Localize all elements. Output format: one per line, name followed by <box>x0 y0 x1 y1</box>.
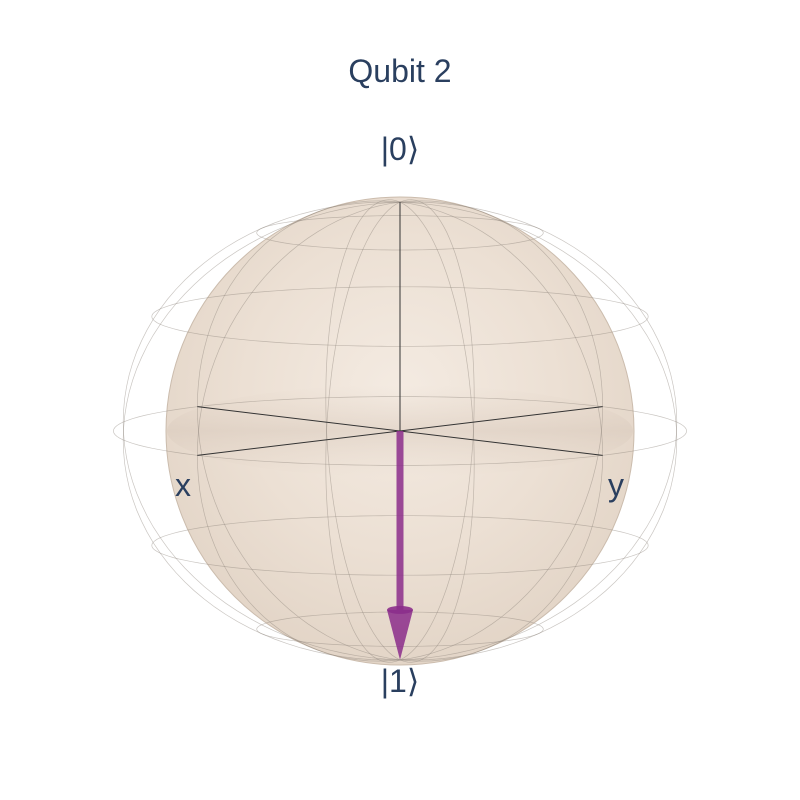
state-vector-arrowhead-base <box>387 605 413 614</box>
label-y-axis: y <box>608 467 624 503</box>
label-ket-zero: |0⟩ <box>381 131 420 167</box>
longitude-line <box>325 199 475 663</box>
state-vector-arrowhead <box>387 609 413 660</box>
latitude-line <box>256 215 544 251</box>
label-ket-one: |1⟩ <box>381 663 420 699</box>
longitude-line <box>122 201 678 661</box>
label-x-axis: x <box>175 467 191 503</box>
longitude-line <box>122 201 678 661</box>
latitude-line <box>151 286 649 347</box>
longitude-line <box>325 199 475 663</box>
figure-title: Qubit 2 <box>348 53 451 89</box>
latitude-line <box>256 611 544 647</box>
latitude-line <box>151 515 649 576</box>
state-vector <box>387 431 413 660</box>
